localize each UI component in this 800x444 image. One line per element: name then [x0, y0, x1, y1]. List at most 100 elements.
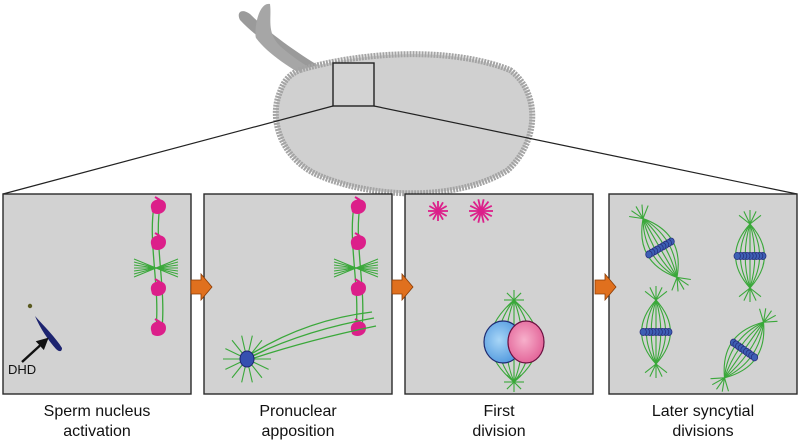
panel-2-contents [223, 196, 379, 383]
zoom-line-right [373, 105, 798, 195]
panel-first-division [404, 193, 594, 395]
centrosome-icon [154, 278, 161, 283]
aster-ray-icon [644, 363, 657, 374]
aster-ray-icon [644, 290, 657, 301]
caption-pronuclear-apposition: Pronuclear apposition [203, 402, 393, 442]
aster-ray-icon [758, 308, 765, 323]
zoom-box-icon [332, 62, 375, 107]
polar-body-aster-icon [469, 199, 493, 223]
process-arrow-icon [594, 272, 617, 302]
aster-ray-icon [506, 299, 515, 308]
centrosome-icon [350, 281, 366, 296]
aster-ray-icon [676, 277, 685, 290]
aster-ray-icon [480, 204, 493, 212]
microtubule-icon [247, 325, 377, 361]
centrosome-icon [150, 281, 166, 296]
centrosome-icon [354, 196, 361, 201]
panel-3-contents [428, 199, 545, 392]
aster-ray-icon [655, 363, 668, 374]
caption-line-1: Sperm nucleus [43, 403, 151, 420]
aster-ray-icon [513, 381, 522, 390]
microtubule-icon [333, 258, 379, 278]
syncytial-spindle-icon [629, 204, 691, 292]
centrosome-icon [154, 232, 161, 237]
panel-later-syncytial-divisions [608, 193, 798, 395]
caption-line-2: division [472, 423, 526, 440]
aster-ray-icon [631, 210, 644, 220]
caption-line-2: divisions [672, 423, 734, 440]
aster-ray-icon [635, 206, 644, 219]
centrosome-icon [154, 318, 161, 323]
chromosome-icon [639, 327, 647, 336]
syncytial-spindle-icon [733, 210, 767, 302]
sperm-nucleus-icon [35, 316, 62, 352]
microtubule-icon [357, 205, 364, 329]
aster-ray-icon [642, 205, 649, 219]
caption-line-2: apposition [261, 423, 335, 440]
aster-ray-icon [655, 363, 663, 377]
aster-ray-icon [721, 377, 726, 392]
aster-ray-icon [649, 287, 657, 301]
aster-ray-icon [641, 204, 644, 219]
aster-ray-icon [676, 276, 689, 286]
aster-ray-icon [676, 277, 679, 292]
aster-ray-icon [749, 214, 762, 225]
centrosome-icon [350, 199, 366, 214]
male-pronucleus-icon [507, 320, 545, 364]
centrosome-icon [150, 235, 166, 250]
centrosome-icon [350, 235, 366, 250]
chromosome-icon [750, 353, 759, 362]
aster-ray-icon [749, 211, 757, 225]
centrosome-icon [150, 321, 166, 336]
aster-ray-icon [710, 377, 725, 380]
chromosome-icon [645, 250, 653, 259]
caption-later-syncytial-divisions: Later syncytial divisions [608, 402, 798, 442]
polar-body-aster-icon [428, 201, 448, 221]
aster-ray-icon [738, 214, 751, 225]
aster-ray-icon [649, 363, 657, 377]
aster-ray-icon [738, 287, 751, 298]
male-pronucleus-icon [239, 350, 255, 368]
aster-ray-icon [743, 211, 751, 225]
caption-sperm-nucleus-activation: Sperm nucleus activation [2, 402, 192, 442]
panel-1-contents [21, 196, 179, 363]
aster-ray-icon [723, 377, 730, 392]
centrosome-icon [150, 199, 166, 214]
centrosome-icon [154, 196, 161, 201]
dhd-arrow-icon [21, 337, 49, 363]
aster-ray-icon [763, 320, 778, 323]
aster-ray-icon [763, 314, 776, 323]
caption-first-division: First division [404, 402, 594, 442]
syncytial-spindle-icon [639, 286, 673, 378]
zoom-line-left [2, 105, 334, 195]
aster-ray-icon [749, 287, 762, 298]
caption-line-1: Pronuclear [259, 403, 337, 420]
aster-ray-icon [506, 292, 515, 301]
centriole-dot [27, 303, 33, 309]
chromosome-icon [733, 251, 741, 260]
panel-4-contents [629, 204, 778, 392]
microtubule-icon [157, 205, 164, 329]
panel-pronuclear-apposition [203, 193, 393, 395]
aster-ray-icon [655, 287, 663, 301]
centrosome-icon [354, 278, 361, 283]
aster-ray-icon [655, 290, 668, 301]
aster-ray-icon [513, 292, 522, 301]
meiotic-spindle-icon [133, 196, 179, 336]
centrosome-icon [354, 232, 361, 237]
aster-ray-icon [762, 308, 767, 323]
aster-ray-icon [712, 377, 725, 386]
aster-ray-icon [676, 276, 691, 281]
aster-ray-icon [506, 381, 515, 390]
microtubule-icon [151, 205, 158, 329]
aster-ray-icon [506, 374, 515, 383]
centrosome-icon [350, 321, 366, 336]
caption-line-2: activation [63, 423, 131, 440]
dhd-annotation-label: DHD [8, 362, 37, 377]
microtubule-icon [247, 311, 373, 357]
egg-outline-icon [272, 51, 536, 197]
caption-line-1: Later syncytial [651, 403, 755, 420]
process-arrow-icon [190, 272, 213, 302]
syncytial-spindle-icon [710, 308, 778, 392]
